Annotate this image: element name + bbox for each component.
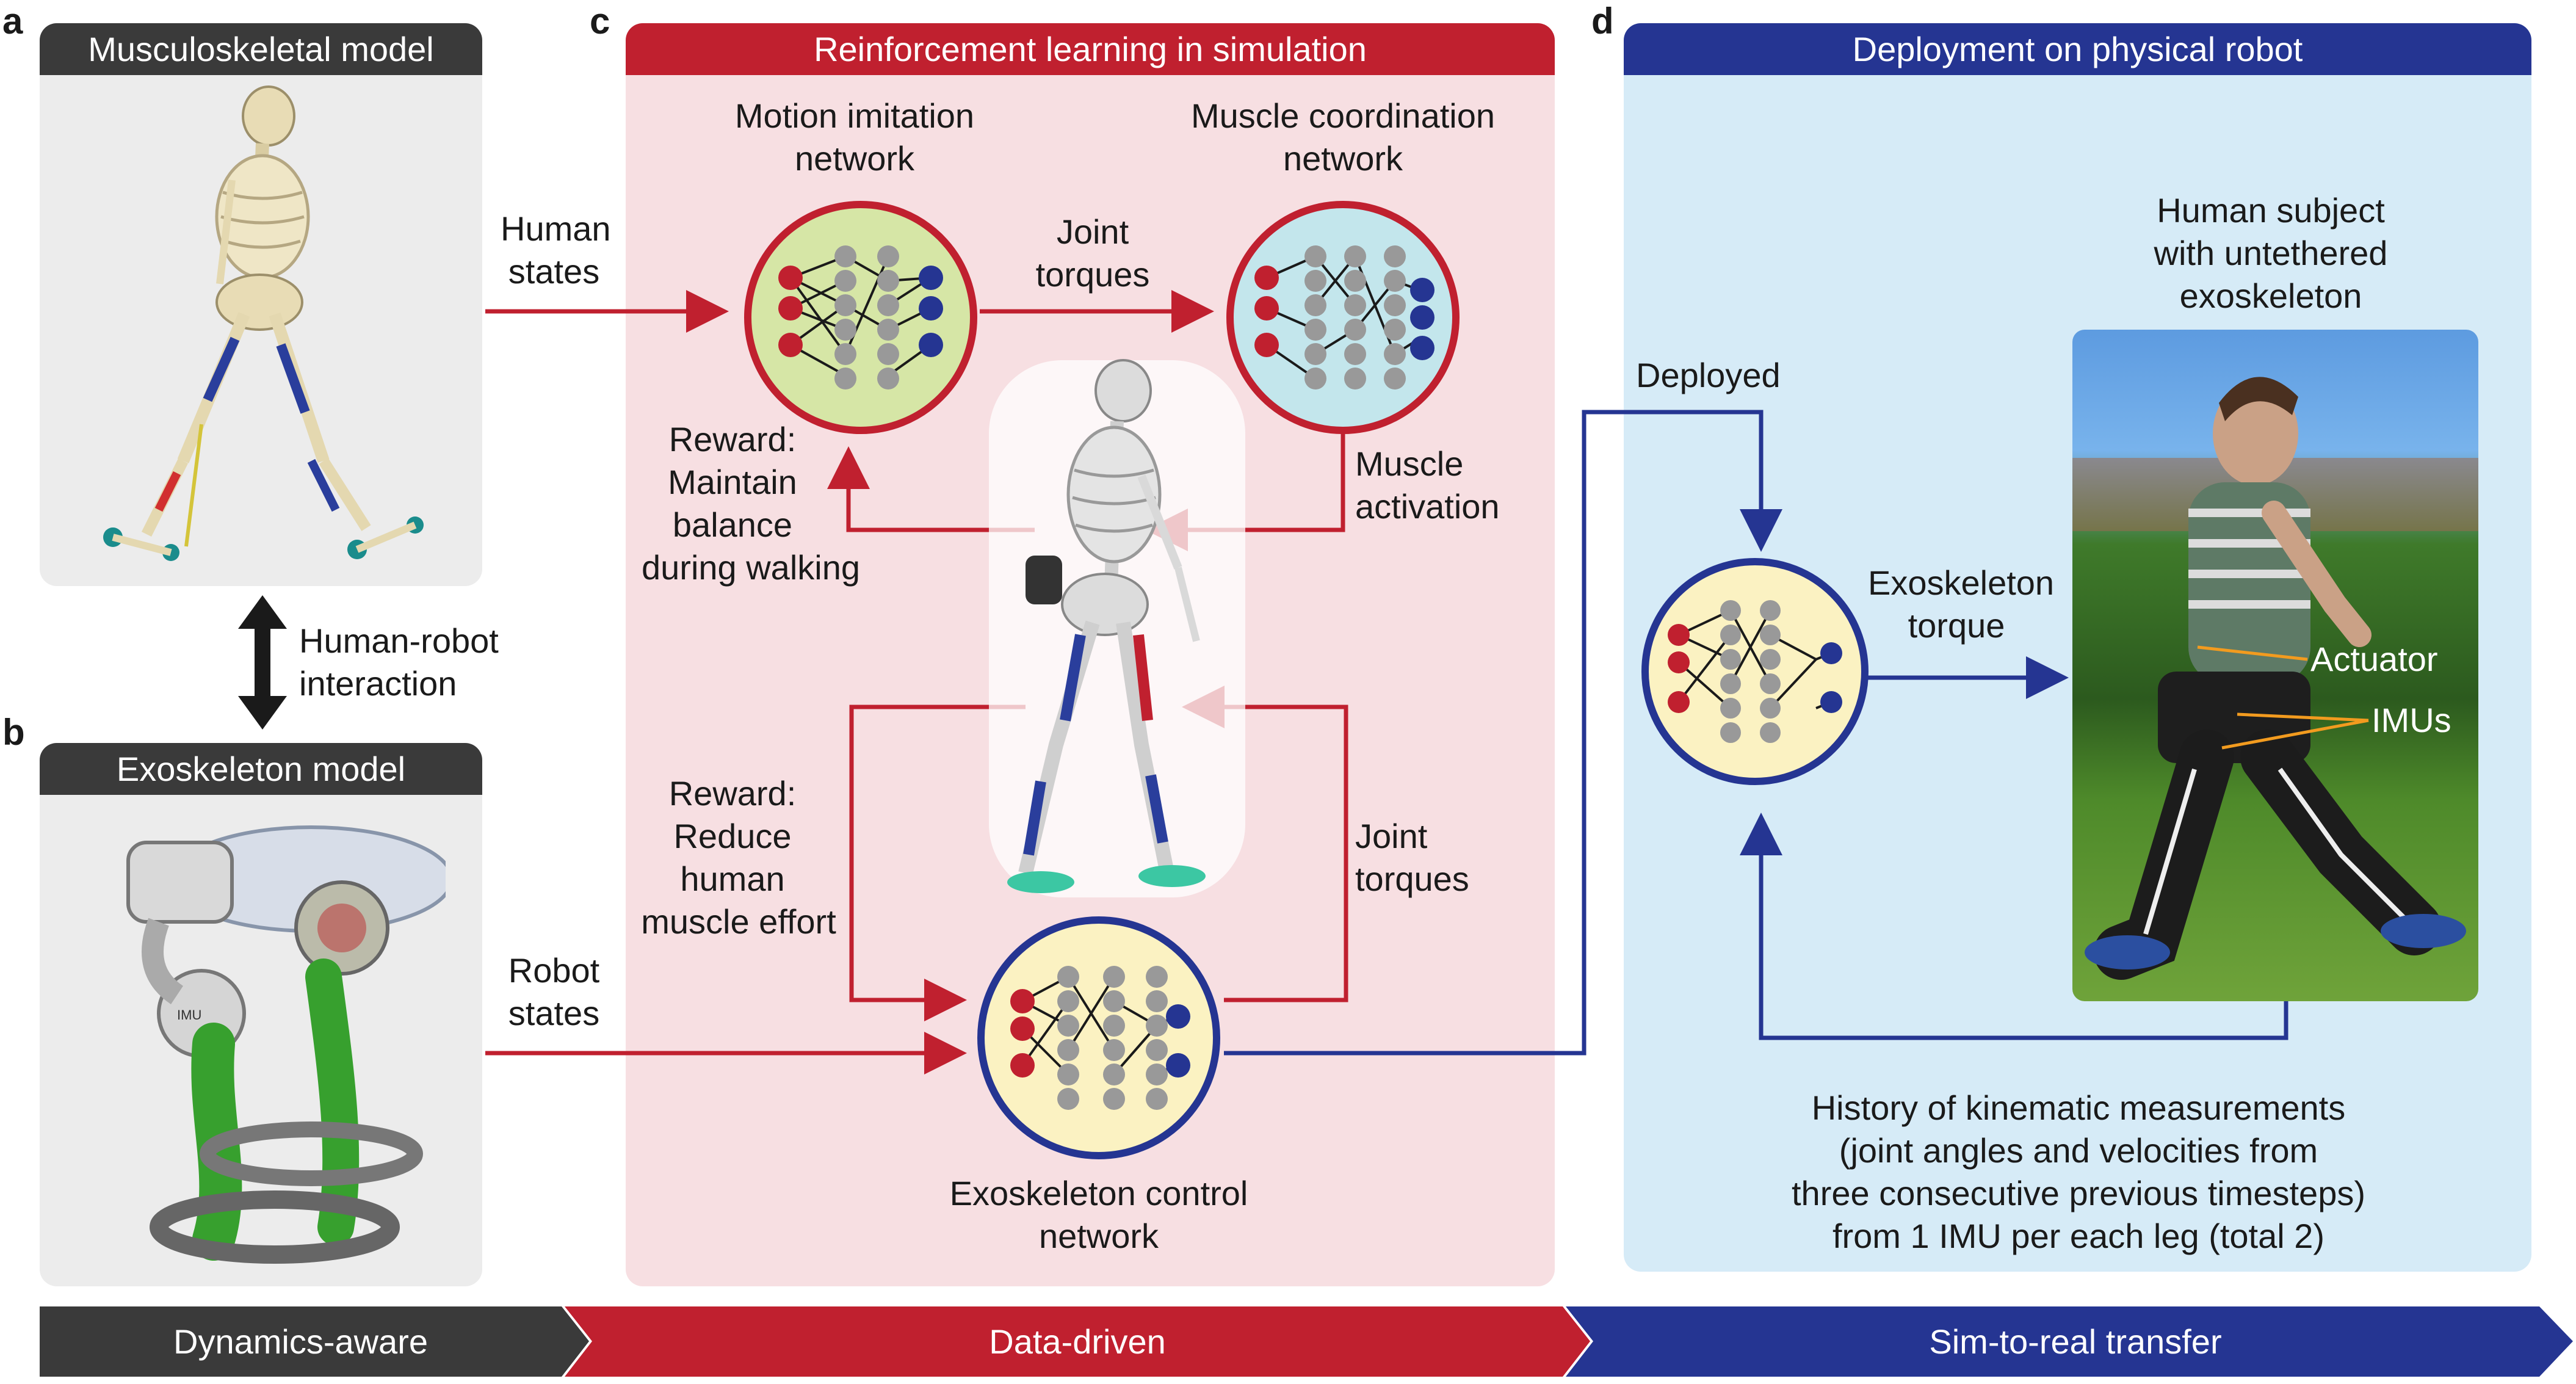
interaction-label-2: interaction: [299, 664, 457, 703]
exoskeleton-title: Exoskeleton model: [40, 743, 482, 795]
joint-torques-right-1: Joint: [1355, 817, 1428, 855]
exo-torque-label-2: torque: [1908, 606, 2005, 645]
musculoskeletal-title: Musculoskeletal model: [40, 23, 482, 75]
motion-net-label-2: network: [794, 139, 915, 178]
human-subject-label-3: exoskeleton: [2179, 277, 2362, 315]
reward-balance-1: Reward:: [668, 420, 797, 458]
exo-net-label-1: Exoskeleton control: [949, 1174, 1248, 1212]
reward-effort-2: Reduce: [673, 817, 792, 855]
exoskeleton-render-icon: IMU: [126, 825, 446, 1264]
reward-balance-3: balance: [672, 505, 793, 544]
joint-torques-right-2: torques: [1355, 860, 1469, 898]
muscle-coordination-network-icon: [1226, 201, 1460, 434]
actuator-label: Actuator: [2310, 640, 2438, 678]
panel-letter-b: b: [2, 712, 25, 753]
muscle-net-label-2: network: [1283, 139, 1403, 178]
bar-sim-to-real: Sim-to-real transfer: [1929, 1322, 2222, 1361]
muscle-activation-2: activation: [1355, 487, 1500, 526]
history-label-2: (joint angles and velocities from: [1839, 1131, 2318, 1170]
human-states-label-2: states: [508, 252, 600, 291]
motion-imitation-network-icon: [744, 201, 977, 434]
skeleton-figure-icon: [103, 85, 424, 561]
reward-effort-1: Reward:: [668, 774, 797, 813]
walking-person-photo: [2072, 330, 2478, 1001]
muscle-net-label-1: Muscle coordination: [1190, 96, 1496, 135]
reward-effort-4: muscle effort: [641, 902, 836, 941]
joint-torques-top-1: Joint: [1056, 212, 1129, 251]
exoskeleton-control-network-icon: [977, 916, 1220, 1159]
bar-dynamics-aware: Dynamics-aware: [173, 1322, 428, 1361]
svg-text:IMU: IMU: [177, 1007, 201, 1023]
exo-torque-label-1: Exoskeleton: [1868, 563, 2055, 602]
exo-net-label-2: network: [1038, 1217, 1159, 1255]
deployed-network-icon: [1641, 558, 1869, 785]
bar-data-driven: Data-driven: [989, 1322, 1166, 1361]
interaction-label-1: Human-robot: [299, 621, 499, 660]
human-subject-label-1: Human subject: [2157, 191, 2385, 230]
double-arrow-icon: [238, 595, 287, 730]
robot-states-label-2: states: [508, 994, 600, 1032]
history-label-3: three consecutive previous timesteps): [1792, 1174, 2365, 1212]
history-label-4: from 1 IMU per each leg (total 2): [1832, 1217, 2325, 1255]
panel-letter-d: d: [1591, 1, 1614, 42]
simulation-skeleton-icon: [989, 359, 1245, 897]
deployment-title: Deployment on physical robot: [1624, 23, 2531, 75]
reward-balance-2: Maintain: [668, 463, 797, 501]
joint-torques-top-2: torques: [1035, 255, 1150, 294]
reward-effort-3: human: [680, 860, 785, 898]
bottom-process-bar: [40, 1306, 2573, 1377]
human-states-label-1: Human: [501, 209, 611, 248]
reward-balance-4: during walking: [642, 548, 860, 587]
rl-title: Reinforcement learning in simulation: [626, 23, 1555, 75]
muscle-activation-1: Muscle: [1355, 444, 1464, 483]
deployed-label: Deployed: [1636, 356, 1781, 394]
motion-net-label-1: Motion imitation: [734, 96, 975, 135]
imus-label: IMUs: [2372, 701, 2451, 739]
human-subject-label-2: with untethered: [2154, 234, 2388, 272]
panel-letter-c: c: [590, 1, 610, 42]
robot-states-label-1: Robot: [508, 951, 600, 990]
history-label-1: History of kinematic measurements: [1811, 1089, 2346, 1127]
panel-letter-a: a: [2, 1, 23, 42]
